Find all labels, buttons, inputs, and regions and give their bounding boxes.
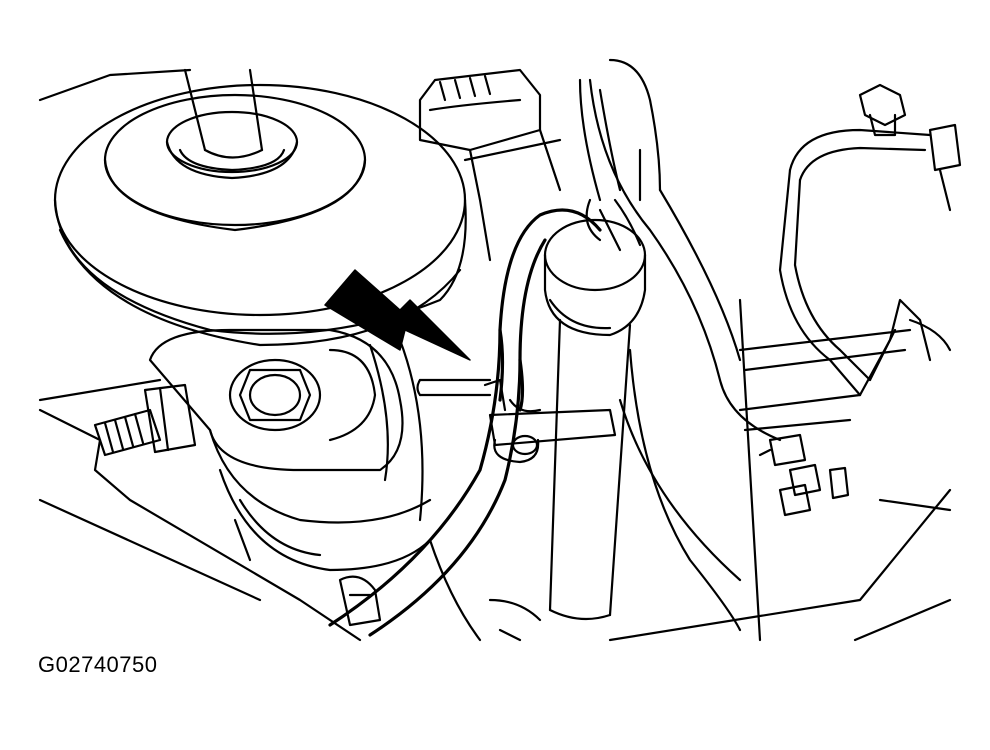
- small-bolts: [758, 433, 850, 517]
- large-hose: [578, 58, 782, 642]
- background-lines: [38, 68, 952, 642]
- upper-connector: [418, 68, 562, 262]
- left-bolt: [93, 383, 197, 457]
- hose-clamp: [483, 378, 617, 464]
- right-bracket: [738, 83, 962, 432]
- pointer-arrow: [324, 269, 471, 361]
- flange-assembly: [148, 328, 432, 572]
- egr-valve: [53, 68, 467, 347]
- vacuum-valve: [543, 198, 647, 621]
- egr-tube: [368, 338, 492, 522]
- vacuum-hose: [328, 208, 602, 637]
- lower-parts: [338, 538, 542, 642]
- figure-code: G02740750: [38, 652, 158, 677]
